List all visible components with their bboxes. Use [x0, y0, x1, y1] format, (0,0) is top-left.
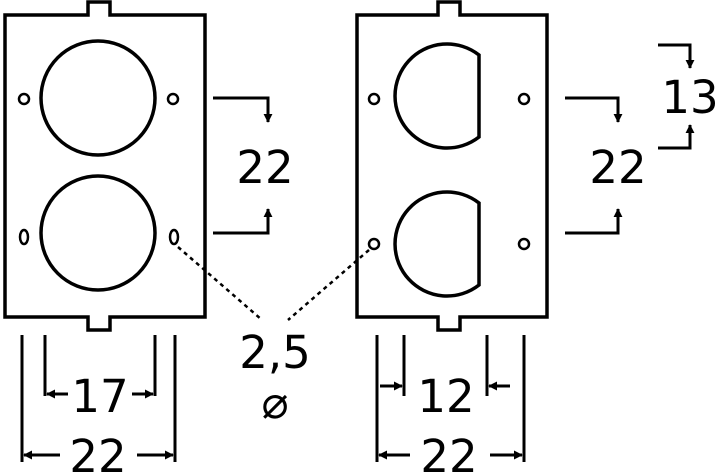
left-inner-width-label: 17: [71, 370, 128, 423]
hole-leader-right: [287, 249, 370, 321]
hole-diameter-label: 2,5: [239, 326, 311, 379]
hole-leader-left: [177, 246, 263, 321]
flat-offset-top-bracket: [658, 43, 695, 69]
right-plate: [355, 0, 549, 332]
left-mount-hole-top-left: [17, 92, 31, 106]
flat-offset-dimension: [658, 43, 695, 150]
left-plate: [3, 0, 207, 332]
hole-diameter-leaders: [177, 246, 370, 321]
right-outer-width-label: 22: [420, 430, 477, 474]
right-vertical-bottom-bracket: [565, 208, 623, 235]
left-outer-width-label: 22: [69, 430, 126, 474]
left-vertical-bottom-bracket: [213, 208, 273, 235]
left-plate-outline: [3, 0, 207, 332]
left-vertical-dimension: [213, 96, 273, 235]
left-horizontal-dimensions: [20, 335, 177, 462]
right-mount-hole-top-right: [517, 92, 531, 106]
right-socket-upper: [393, 42, 481, 150]
right-vertical-dimension-label: 22: [589, 141, 646, 194]
right-mount-hole-bottom-left: [367, 237, 381, 251]
left-socket-upper: [39, 39, 157, 157]
right-mount-hole-top-left: [367, 92, 381, 106]
left-mount-hole-bottom-left: [18, 228, 30, 246]
right-inner-width-label: 12: [417, 370, 474, 423]
left-socket-lower: [39, 174, 157, 292]
left-mount-hole-bottom-right: [168, 228, 180, 246]
flat-offset-dimension-label: 13: [661, 71, 718, 124]
left-vertical-dimension-label: 22: [236, 141, 293, 194]
right-plate-outline: [355, 0, 549, 332]
flat-offset-bottom-bracket: [658, 124, 695, 150]
right-vertical-dimension: [565, 96, 623, 235]
right-mount-hole-bottom-right: [517, 237, 531, 251]
left-mount-hole-top-right: [166, 92, 180, 106]
diameter-symbol: ⌀: [261, 376, 288, 429]
right-horizontal-dimensions: [375, 335, 526, 462]
right-vertical-top-bracket: [565, 96, 623, 123]
left-vertical-top-bracket: [213, 96, 273, 123]
right-socket-lower: [393, 190, 481, 298]
